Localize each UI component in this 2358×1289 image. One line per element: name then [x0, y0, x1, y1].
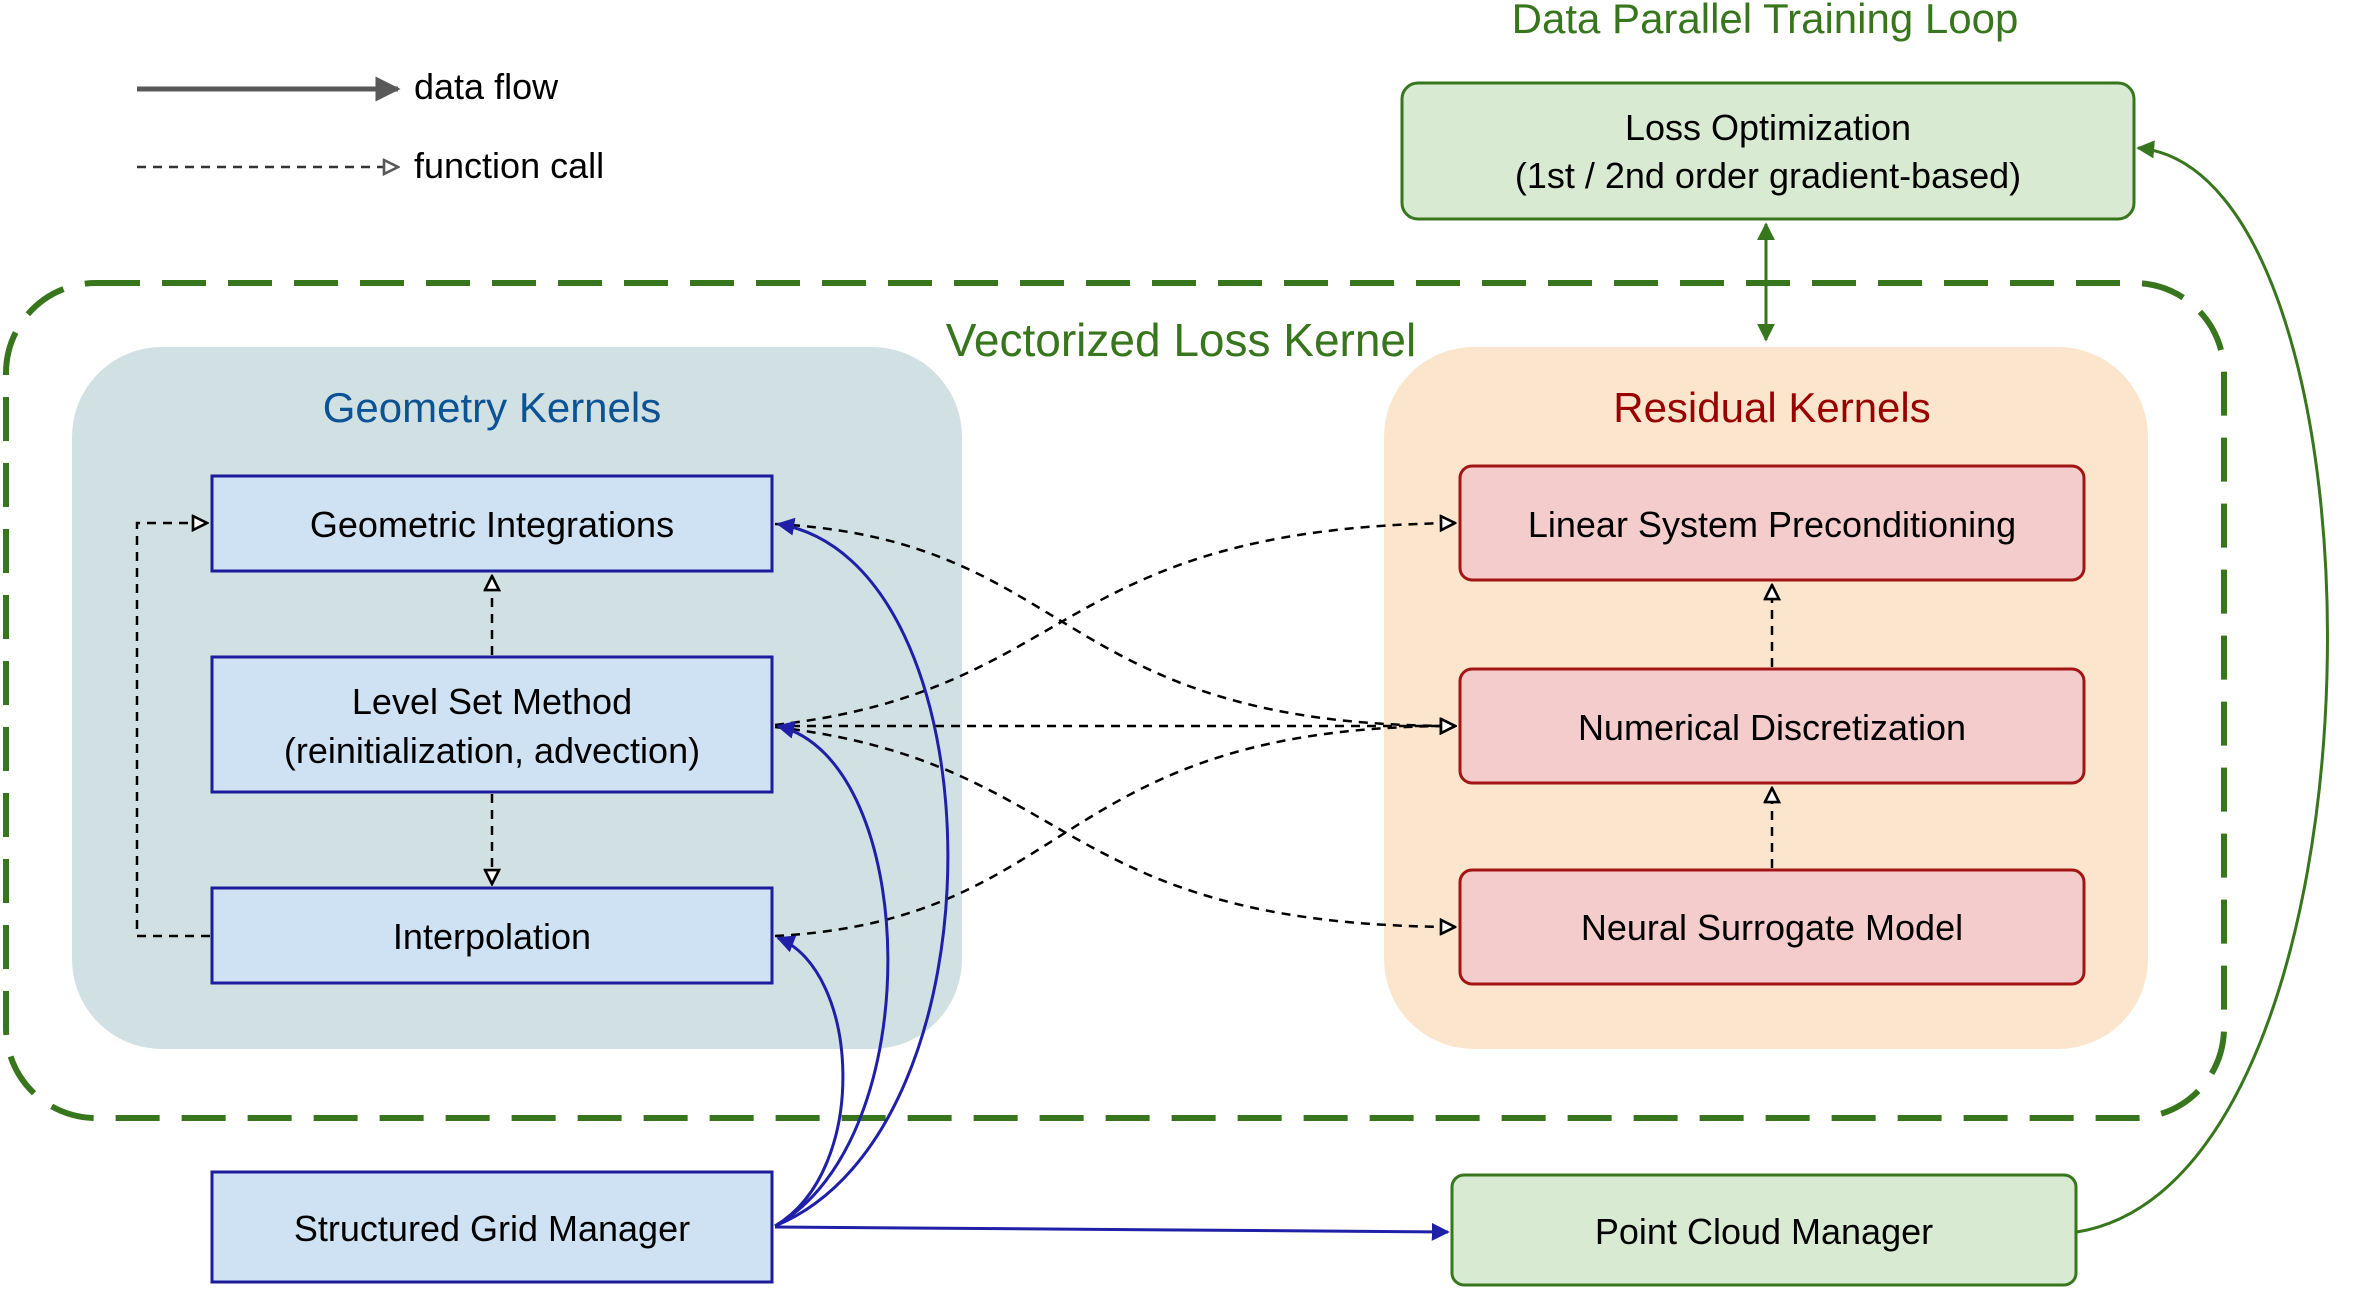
loss-optimization-sublabel: (1st / 2nd order gradient-based) — [1515, 155, 2021, 196]
geometric-integrations-to-discretization-call — [774, 522, 1455, 726]
loss-kernel-container — [3, 280, 2227, 1121]
neural-surrogate-label: Neural Surrogate Model — [1581, 907, 1963, 948]
structured-grid-node: Structured Grid Manager — [210, 1170, 774, 1284]
grid-to-geometric-integrations-flow — [774, 517, 950, 1228]
interpolation-node: Interpolation — [210, 886, 774, 985]
level-set-node: Level Set Method (reinitialization, adve… — [210, 655, 774, 794]
loss-optimization-label: Loss Optimization — [1625, 107, 1911, 148]
interpolation-to-discretization-call — [774, 726, 1455, 938]
level-set-to-preconditioning-call — [774, 523, 1455, 727]
legend-data-flow-label: data flow — [414, 66, 559, 107]
geometric-integrations-label: Geometric Integrations — [310, 504, 674, 545]
interpolation-to-geometric-integrations-call — [135, 523, 210, 938]
linear-system-node: Linear System Preconditioning — [1458, 464, 2086, 582]
residual-kernels-title: Residual Kernels — [1613, 384, 1931, 431]
numerical-discretization-node: Numerical Discretization — [1458, 667, 2086, 785]
grid-to-level-set-flow — [774, 721, 890, 1228]
point-cloud-to-loss-arrow — [2076, 140, 2329, 1234]
level-set-label: Level Set Method — [352, 681, 632, 722]
loss-optimization-node: Loss Optimization (1st / 2nd order gradi… — [1400, 81, 2136, 221]
legend-function-call-label: function call — [414, 145, 604, 186]
linear-system-label: Linear System Preconditioning — [1528, 504, 2016, 545]
structured-grid-label: Structured Grid Manager — [294, 1208, 690, 1249]
geometry-kernels-title: Geometry Kernels — [323, 384, 661, 431]
legend: data flow function call — [137, 66, 604, 186]
numerical-discretization-label: Numerical Discretization — [1578, 707, 1966, 748]
level-set-sublabel: (reinitialization, advection) — [284, 730, 700, 771]
grid-to-interpolation-flow — [774, 935, 845, 1228]
neural-surrogate-node: Neural Surrogate Model — [1458, 868, 2086, 986]
geometric-integrations-node: Geometric Integrations — [210, 474, 774, 573]
level-set-to-surrogate-call — [774, 725, 1455, 927]
point-cloud-node: Point Cloud Manager — [1450, 1173, 2078, 1287]
interpolation-label: Interpolation — [393, 916, 591, 957]
point-cloud-label: Point Cloud Manager — [1595, 1211, 1933, 1252]
training-loop-title: Data Parallel Training Loop — [1512, 0, 2019, 42]
loss-kernel-title: Vectorized Loss Kernel — [946, 314, 1417, 366]
grid-to-point-cloud-flow — [774, 1222, 1450, 1241]
